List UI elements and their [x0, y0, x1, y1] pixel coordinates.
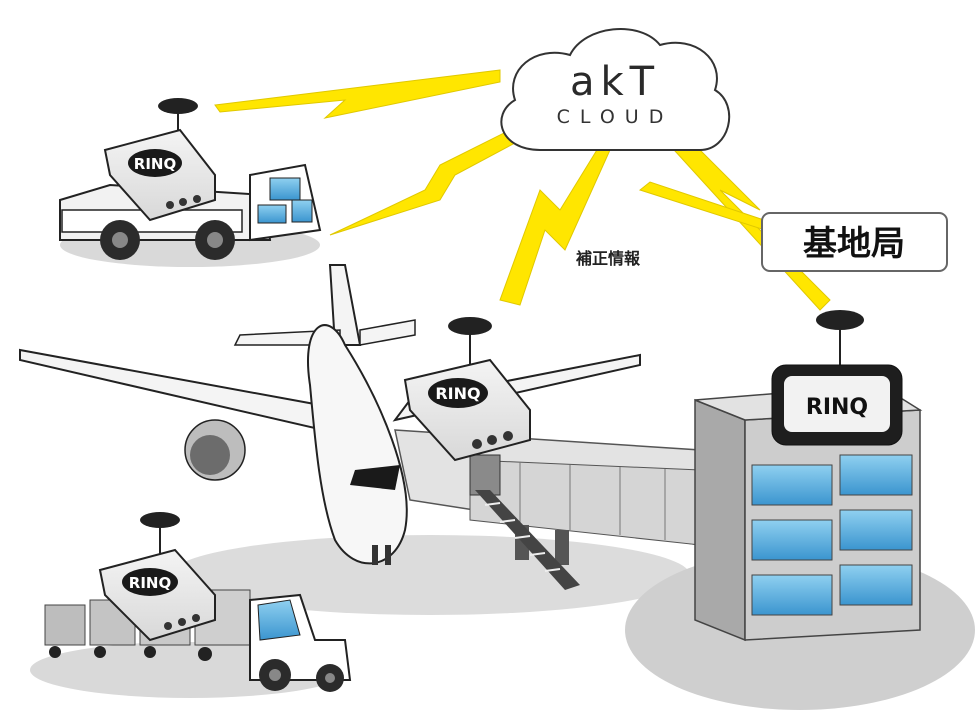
device-label-bridge: RINQ: [435, 384, 480, 403]
link-cloud-pier: [499, 144, 611, 306]
correction-info-label: 補正情報: [575, 249, 641, 268]
device-label-tug: RINQ: [134, 155, 176, 173]
boarding-bridge: [394, 429, 701, 590]
gnss-antenna-icon: [140, 512, 180, 528]
link-cloud-pier2: [638, 181, 771, 231]
rinq-device-cart: RINQ: [98, 512, 216, 642]
aircraft-tug: [59, 163, 322, 260]
cloud-logo: akT: [570, 59, 660, 105]
base-station-label: 基地局: [803, 224, 905, 264]
gnss-antenna-icon: [816, 310, 864, 330]
akt-cloud: akT CLOUD: [500, 28, 731, 151]
rinq-device-bridge: RINQ: [403, 317, 531, 462]
device-label-base: RINQ: [806, 395, 868, 420]
device-label-cart: RINQ: [129, 574, 171, 592]
rinq-device-tug: RINQ: [103, 98, 216, 222]
cloud-label: CLOUD: [557, 106, 674, 128]
link-cloud-tug: [214, 69, 501, 119]
link-cloud-plane: [329, 124, 531, 236]
gnss-antenna-icon: [448, 317, 492, 335]
airplane: [19, 264, 641, 565]
gnss-antenna-icon: [158, 98, 198, 114]
rinq-base-station-device: RINQ: [771, 310, 903, 446]
base-station-callout: 基地局: [761, 212, 948, 272]
